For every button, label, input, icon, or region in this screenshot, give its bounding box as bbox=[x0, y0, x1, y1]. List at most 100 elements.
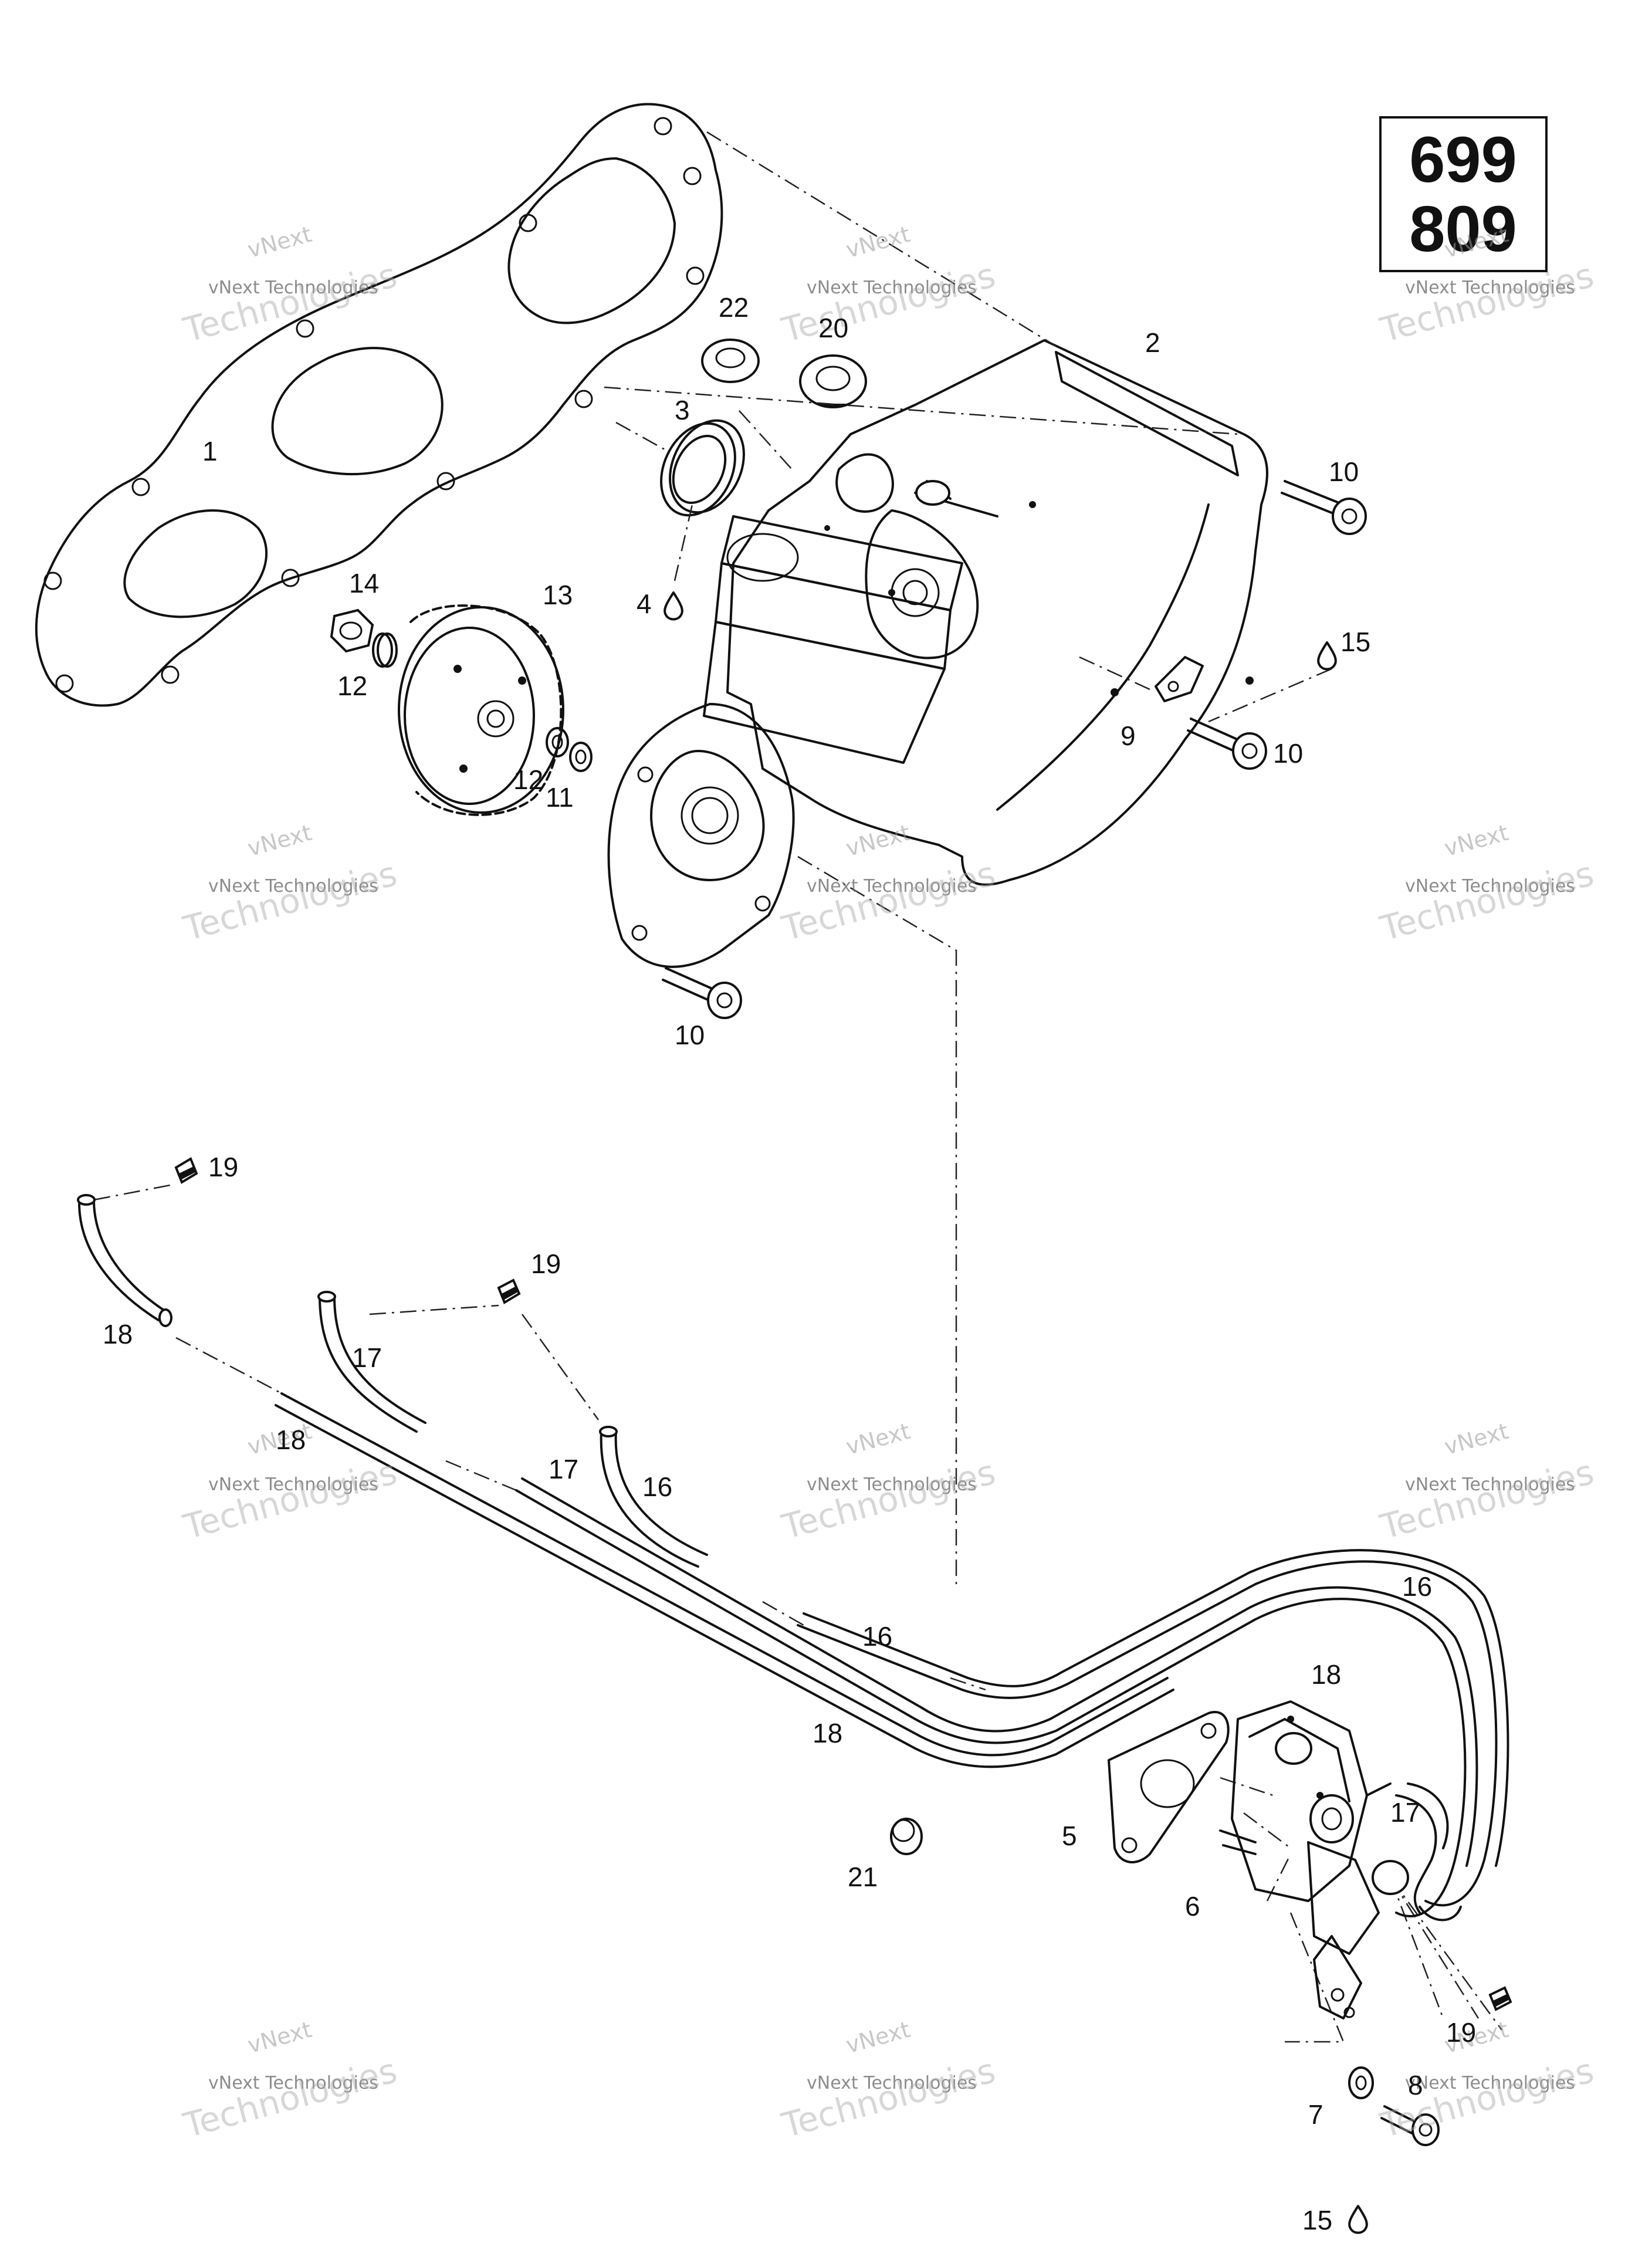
watermark-line1: vNext bbox=[843, 2017, 913, 2058]
watermark-top-left: vNext vNext Technologies Technologies bbox=[179, 221, 401, 350]
crankcase-gasket bbox=[35, 103, 723, 707]
callout-19-b: 19 bbox=[531, 1249, 561, 1279]
callout-3: 3 bbox=[675, 395, 690, 425]
plug-22 bbox=[701, 339, 760, 383]
watermark-line2: vNext Technologies bbox=[208, 1474, 378, 1495]
oil-line-17-upper bbox=[317, 1291, 426, 1433]
watermark-line2: vNext Technologies bbox=[807, 1474, 977, 1495]
callout-7: 7 bbox=[1308, 2099, 1323, 2130]
callout-17-a: 17 bbox=[352, 1342, 382, 1373]
callout-10-lower: 10 bbox=[675, 1020, 705, 1050]
watermark-line1: vNext bbox=[245, 2017, 314, 2058]
watermark-line1: vNext bbox=[245, 820, 314, 861]
oil-line-16-long bbox=[797, 1549, 1509, 1907]
watermark-line2: vNext Technologies bbox=[1405, 2073, 1575, 2093]
callout-21: 21 bbox=[848, 1862, 878, 1892]
sleeve bbox=[890, 1818, 923, 1855]
watermark-line3: Technologies bbox=[179, 1452, 401, 1547]
watermark-line2: vNext Technologies bbox=[208, 2073, 378, 2093]
callout-17-b: 17 bbox=[549, 1454, 578, 1484]
callout-18-c: 18 bbox=[813, 1718, 842, 1748]
watermark-line3: Technologies bbox=[179, 255, 401, 350]
callout-10-upper: 10 bbox=[1329, 456, 1359, 487]
hose-clamp-19-c bbox=[1488, 1986, 1512, 2011]
hose-clamp-19-a bbox=[174, 1157, 198, 1184]
watermark-line1: vNext bbox=[843, 1418, 913, 1460]
watermark-line2: vNext Technologies bbox=[807, 278, 977, 298]
callout-4: 4 bbox=[637, 588, 652, 619]
callout-6: 6 bbox=[1185, 1891, 1200, 1922]
hose-clamp-19-b bbox=[497, 1278, 521, 1304]
callout-18-a: 18 bbox=[103, 1319, 133, 1349]
callout-14: 14 bbox=[349, 568, 379, 598]
oil-pump-gear bbox=[398, 604, 564, 816]
oil-line-17-pump bbox=[1395, 1782, 1462, 1922]
callout-17-c: 17 bbox=[1390, 1797, 1420, 1828]
callout-12-lower: 12 bbox=[513, 764, 543, 795]
callout-12-upper: 12 bbox=[337, 671, 367, 701]
washer-12 bbox=[546, 727, 569, 757]
bolt-10-lower bbox=[662, 967, 742, 1019]
watermark-mid-left: vNext vNext Technologies Technologies bbox=[179, 820, 401, 949]
callout-15-lower: 15 bbox=[1302, 2205, 1332, 2235]
watermark-mid-right: vNext vNext Technologies Technologies bbox=[1376, 820, 1597, 949]
callout-8: 8 bbox=[1408, 2070, 1423, 2100]
oil-seal bbox=[660, 419, 745, 517]
watermark-line2: vNext Technologies bbox=[1405, 876, 1575, 897]
oil-line-16-upper bbox=[599, 1426, 708, 1568]
oil-line-18-upper bbox=[77, 1194, 172, 1327]
clip bbox=[1155, 656, 1204, 702]
callout-20: 20 bbox=[818, 313, 848, 343]
watermark-mid-center: vNext vNext Technologies Technologies bbox=[777, 820, 999, 949]
watermark-line1: vNext bbox=[1441, 1418, 1511, 1460]
oil-pump bbox=[1219, 1700, 1409, 2019]
callout-10-middle: 10 bbox=[1273, 738, 1303, 769]
watermark-line3: Technologies bbox=[1376, 1452, 1597, 1547]
watermark-line2: vNext Technologies bbox=[807, 2073, 977, 2093]
callout-11: 11 bbox=[546, 782, 574, 813]
model-number-box: 699 809 bbox=[1379, 116, 1548, 272]
watermark-line2: vNext Technologies bbox=[208, 876, 378, 897]
crankcase-cover bbox=[607, 339, 1268, 968]
watermark-line1: vNext bbox=[843, 221, 913, 263]
callout-18-d: 18 bbox=[1311, 1659, 1341, 1690]
lock-washer-12 bbox=[372, 632, 398, 668]
watermark-bottom-left: vNext vNext Technologies Technologies bbox=[179, 2017, 401, 2146]
oil-pump-gasket bbox=[1108, 1711, 1230, 1863]
sealant-drop-15-upper bbox=[1317, 641, 1337, 671]
watermark-line3: Technologies bbox=[1376, 854, 1597, 949]
watermark-line3: Technologies bbox=[777, 255, 999, 350]
gear-nut bbox=[330, 608, 374, 653]
pump-washer bbox=[1348, 2066, 1374, 2099]
watermark-bottom-center: vNext vNext Technologies Technologies bbox=[777, 2017, 999, 2146]
callout-2: 2 bbox=[1145, 327, 1160, 358]
sealant-drop-15-lower bbox=[1348, 2205, 1368, 2234]
callout-16-a: 16 bbox=[642, 1471, 672, 1502]
watermark-line3: Technologies bbox=[179, 854, 401, 949]
callout-9: 9 bbox=[1120, 720, 1136, 751]
watermark-line2: vNext Technologies bbox=[208, 278, 378, 298]
model-number-1: 699 bbox=[1409, 124, 1517, 196]
callout-13: 13 bbox=[543, 580, 573, 610]
watermark-line3: Technologies bbox=[179, 2051, 401, 2146]
watermark-line2: vNext Technologies bbox=[1405, 278, 1575, 298]
callout-16-c: 16 bbox=[1402, 1571, 1432, 1602]
watermark-lower-right: vNext vNext Technologies Technologies bbox=[1376, 1418, 1597, 1547]
callout-15-upper: 15 bbox=[1340, 627, 1370, 657]
oil-line-18-long bbox=[275, 1392, 1174, 1768]
callout-1: 1 bbox=[202, 436, 218, 466]
callout-5: 5 bbox=[1062, 1821, 1077, 1851]
plug-20 bbox=[799, 354, 867, 408]
watermark-line3: Technologies bbox=[777, 2051, 999, 2146]
part-callouts: 1 2 3 4 5 6 7 8 9 10 10 10 11 12 12 13 1… bbox=[103, 292, 1476, 2235]
callout-22: 22 bbox=[719, 292, 749, 323]
watermark-line3: Technologies bbox=[777, 1452, 999, 1547]
sealant-drop-4 bbox=[663, 591, 683, 621]
watermark-line1: vNext bbox=[843, 820, 913, 861]
assembly-guide-lines bbox=[93, 131, 1503, 2043]
watermark-line2: vNext Technologies bbox=[807, 876, 977, 897]
watermark-line1: vNext bbox=[1441, 820, 1511, 861]
model-number-2: 809 bbox=[1409, 193, 1517, 265]
callout-16-b: 16 bbox=[862, 1621, 892, 1652]
